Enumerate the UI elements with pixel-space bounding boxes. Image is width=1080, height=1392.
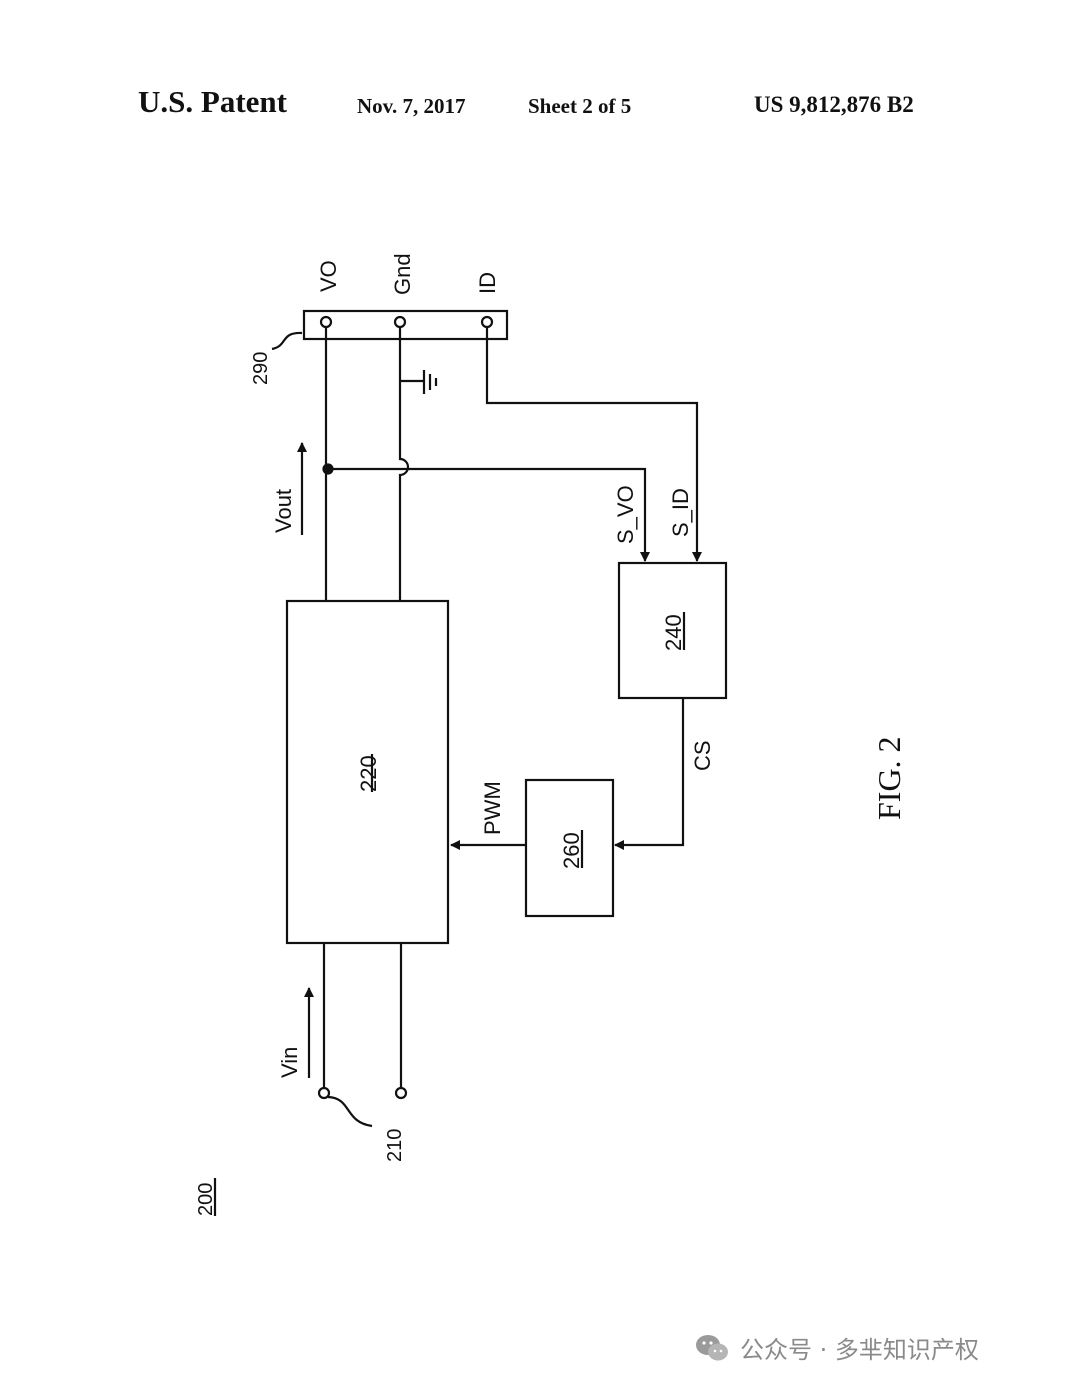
block-220-label: 220	[356, 755, 381, 792]
block-220	[285, 599, 450, 945]
leader-210	[327, 1095, 373, 1128]
id-label: ID	[475, 272, 500, 294]
cs-label: CS	[690, 740, 715, 771]
pwm-label: PWM	[480, 781, 505, 835]
vo-pin	[319, 315, 333, 329]
cs-wire	[614, 698, 685, 850]
patent-header-title: U.S. Patent	[138, 84, 287, 119]
figure-label: FIG. 2	[871, 736, 907, 820]
vout-label: Vout	[271, 489, 296, 533]
s-vo-label: S_VO	[613, 485, 638, 544]
patent-header-number: US 9,812,876 B2	[754, 92, 914, 117]
gnd-label: Gnd	[390, 253, 415, 295]
s-vo-wire	[328, 467, 650, 562]
block-260-label: 260	[559, 832, 584, 869]
leader-290	[271, 331, 303, 351]
ref-210: 210	[384, 1129, 406, 1162]
id-pin	[480, 315, 494, 329]
input-gnd-terminal	[394, 1086, 408, 1100]
vin-terminal	[317, 1086, 331, 1100]
watermark: 公众号 · 多芈知识产权	[694, 1330, 979, 1365]
gnd-pin	[393, 315, 407, 329]
s-id-label: S_ID	[668, 488, 693, 537]
block-260	[524, 778, 615, 918]
s-id-wire	[485, 327, 702, 562]
ground-icon	[400, 370, 438, 394]
patent-header-sheet: Sheet 2 of 5	[528, 94, 632, 118]
vin-label: Vin	[277, 1047, 302, 1078]
connector-290	[302, 309, 509, 341]
ref-290: 290	[250, 352, 272, 385]
patent-header-date: Nov. 7, 2017	[357, 94, 466, 118]
block-240-label: 240	[661, 614, 686, 651]
wechat-icon	[696, 1334, 728, 1360]
gnd-wire	[398, 327, 410, 601]
ref-200: 200	[195, 1183, 217, 1216]
vo-label: VO	[316, 260, 341, 292]
block-240	[617, 561, 728, 700]
watermark-text: 公众号 · 多芈知识产权	[740, 1336, 979, 1364]
diagram-labels: VO Gnd ID 290 Vout S_VO S_ID 220 240 260…	[195, 253, 907, 1216]
